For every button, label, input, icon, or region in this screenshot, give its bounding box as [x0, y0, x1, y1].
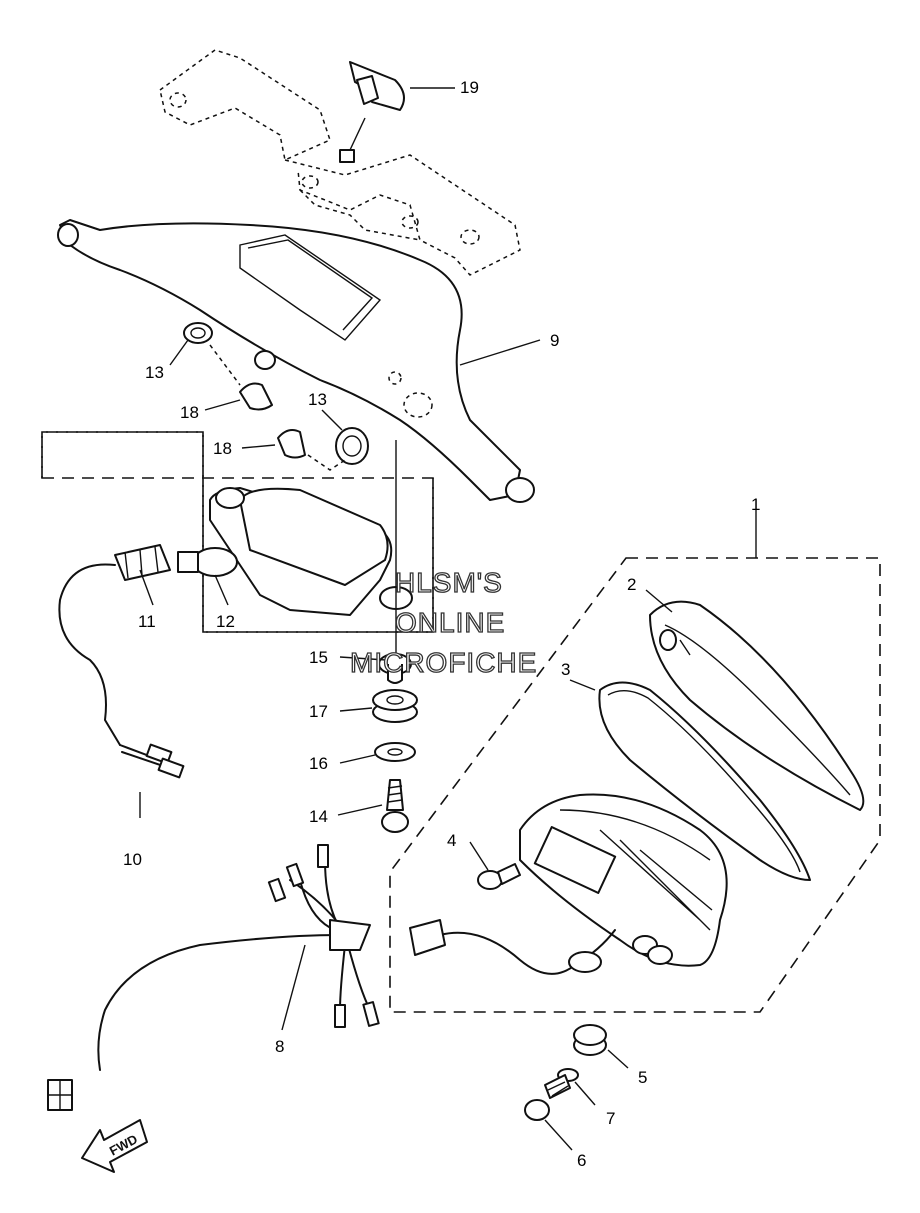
grommet-part-13-upper: [183, 322, 213, 344]
clamp-part-19: [339, 61, 405, 163]
watermark-line-2: ONLINE: [395, 607, 505, 638]
washer-part-16: [374, 742, 416, 762]
leader-lines: [139, 87, 757, 1151]
taillight-assembly-group-1: [389, 557, 881, 1013]
grommet-part-13-lower: [335, 427, 369, 465]
callout-11: 11: [138, 612, 156, 631]
callout-2: 2: [627, 575, 636, 594]
callout-8: 8: [275, 1037, 284, 1056]
callout-12: 12: [216, 612, 235, 631]
taillight-body: [519, 793, 728, 967]
callout-7: 7: [606, 1109, 615, 1128]
socket-wire-harness: [58, 563, 185, 779]
bushing-part-18-upper: [239, 382, 273, 411]
callout-labels: 19 9 1 2 3 4 5 7 6 8 13 18 13 18 11 12 1…: [123, 78, 760, 1170]
gasket-part-3: [598, 681, 811, 881]
watermark-line-3: MICROFICHE: [350, 647, 537, 678]
screw-part-4: [477, 863, 521, 890]
collar-part-15: [378, 653, 412, 684]
callout-4: 4: [447, 831, 456, 850]
grommet-part-5: [573, 1024, 607, 1056]
lens-part-2: [649, 600, 865, 811]
callout-10: 10: [123, 850, 142, 869]
socket-part-11: [114, 544, 171, 581]
bulb-part-12: [177, 547, 238, 577]
callout-13-upper: 13: [145, 363, 164, 382]
taillight-housing-part-9: [57, 219, 535, 503]
screw-part-14: [381, 779, 409, 833]
callout-18-upper: 18: [180, 403, 199, 422]
callout-14: 14: [309, 807, 328, 826]
watermark: HLSM'S ONLINE MICROFICHE: [349, 566, 537, 678]
callout-6: 6: [577, 1151, 586, 1170]
bushing-part-18-lower: [277, 429, 306, 459]
callout-1: 1: [751, 495, 760, 514]
callout-13-lower: 13: [308, 390, 327, 409]
callout-3: 3: [561, 660, 570, 679]
callout-5: 5: [638, 1068, 647, 1087]
screw-part-6: [524, 1074, 571, 1121]
callout-15: 15: [309, 648, 328, 667]
callout-19: 19: [460, 78, 479, 97]
watermark-line-1: HLSM'S: [395, 567, 503, 598]
callout-9: 9: [550, 331, 559, 350]
mounting-bracket: [159, 49, 521, 276]
callout-16: 16: [309, 754, 328, 773]
license-lamp-group-10: [41, 431, 434, 633]
callout-18-lower: 18: [213, 439, 232, 458]
grommet-part-17: [372, 689, 418, 723]
callout-17: 17: [309, 702, 328, 721]
wire-harness-part-8: [47, 844, 380, 1111]
fwd-direction-arrow: FWD: [81, 1119, 148, 1173]
